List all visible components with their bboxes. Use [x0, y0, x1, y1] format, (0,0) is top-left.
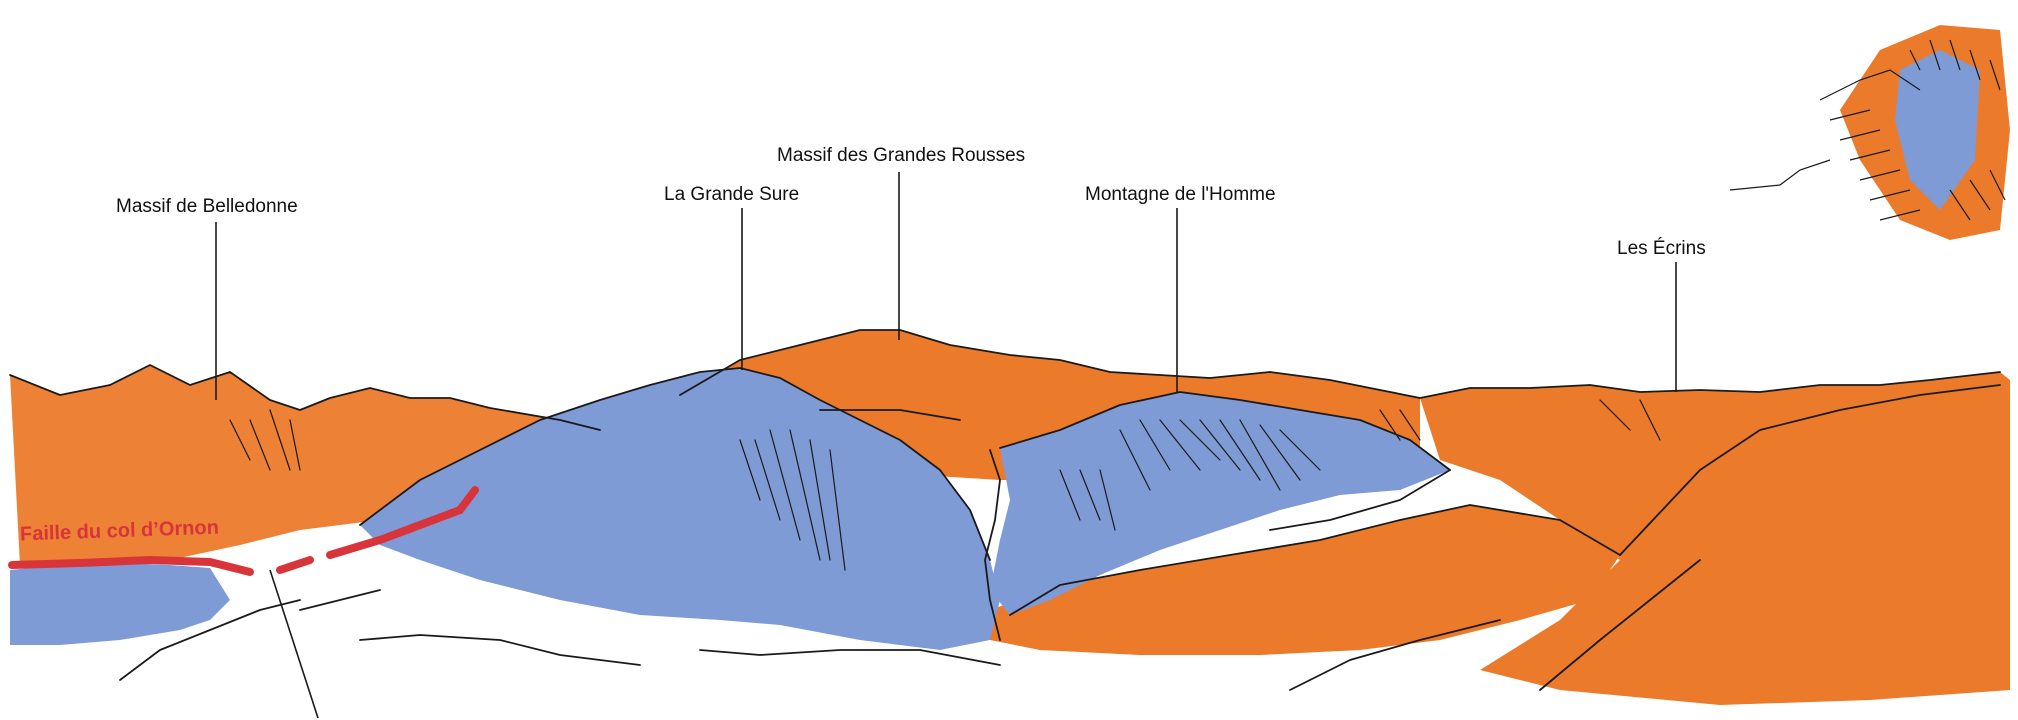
label-ecrins: Les Écrins	[1617, 238, 1706, 260]
label-belledonne: Massif de Belledonne	[116, 196, 298, 218]
mountain-sketch-icon	[1730, 25, 2010, 240]
label-montagne-homme: Montagne de l'Homme	[1085, 184, 1276, 206]
left-blue-foreground	[10, 563, 230, 645]
label-grande-sure: La Grande Sure	[664, 184, 799, 206]
label-grandes-rousses: Massif des Grandes Rousses	[777, 145, 1025, 167]
